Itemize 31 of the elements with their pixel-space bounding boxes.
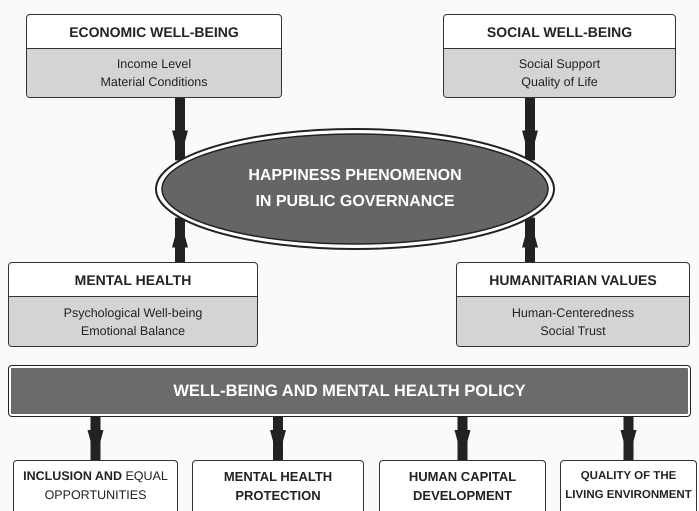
policy-area-title: QUALITY OF THE LIVING ENVIRONMENT: [564, 469, 693, 503]
category-card: [443, 14, 676, 98]
policy-area-box: [560, 460, 697, 511]
block-arrow: [270, 416, 286, 460]
card-item: Quality of Life: [521, 74, 598, 91]
policy-area-title: MENTAL HEALTH PROTECTION: [222, 468, 334, 505]
card-item: Human-Centeredness: [512, 304, 634, 322]
card-item: Income Level: [116, 56, 192, 73]
card-item: Material Conditions: [100, 74, 208, 91]
block-arrow: [172, 98, 188, 160]
policy-area-title: INCLUSION AND EQUAL OPPORTUNITIES: [22, 468, 169, 504]
category-card: [456, 262, 690, 347]
block-arrow: [620, 416, 636, 460]
category-card: [26, 14, 282, 98]
block-arrow: [454, 416, 470, 460]
policy-area-box: [192, 460, 364, 511]
policy-banner: [9, 366, 690, 416]
card-item: Psychological Well-being: [64, 304, 202, 322]
policy-area-box: [13, 460, 178, 511]
policy-area-box: [379, 460, 546, 511]
block-arrow: [522, 218, 538, 262]
banner-title: WELL-BEING AND MENTAL HEALTH POLICY: [173, 382, 526, 400]
category-card: [8, 262, 258, 347]
block-arrow: [522, 98, 538, 160]
central-title: HAPPINESS PHENOMENON IN PUBLIC GOVERNANCE: [247, 166, 463, 212]
card-item: Emotional Balance: [80, 322, 186, 340]
block-arrow: [172, 218, 188, 262]
policy-area-title: HUMAN CAPITAL DEVELOPMENT: [408, 468, 518, 505]
block-arrow: [88, 416, 104, 460]
card-item: Social Trust: [540, 322, 606, 340]
card-item: Social Support: [518, 56, 600, 73]
